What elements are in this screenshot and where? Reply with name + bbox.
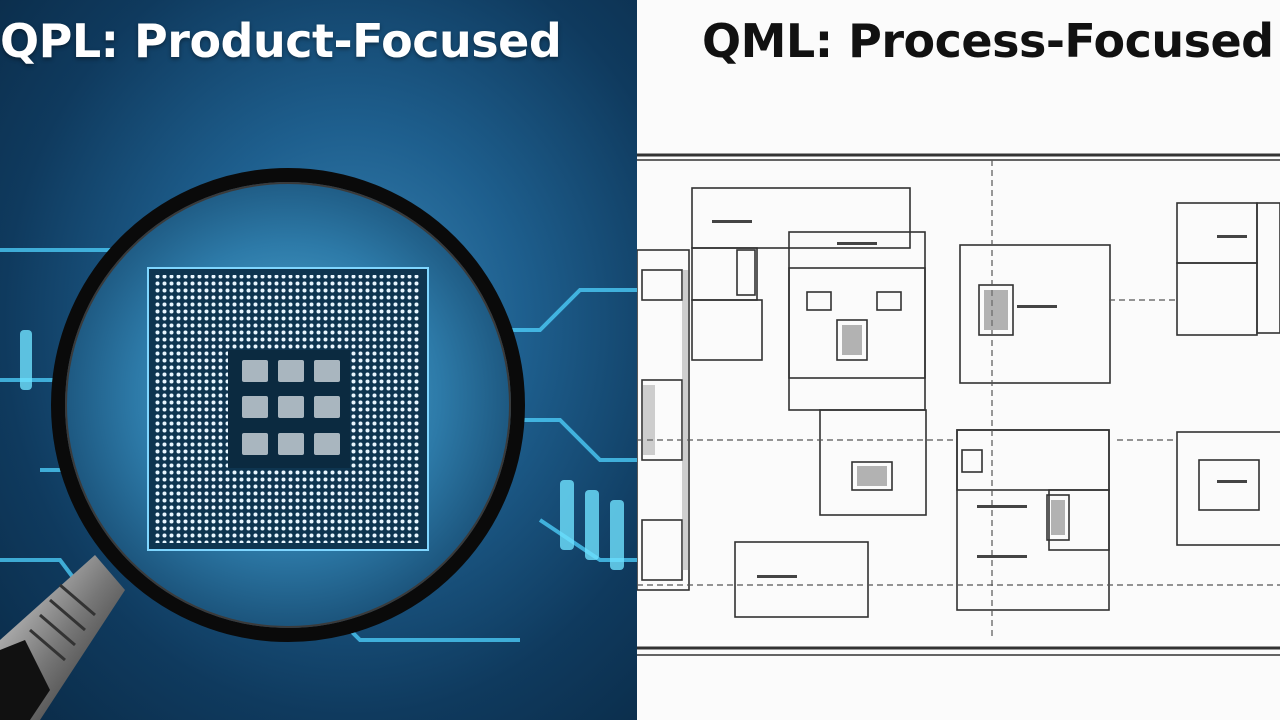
- glow-pads: [20, 330, 624, 570]
- qpl-title: QPL: Product-Focused: [0, 14, 562, 68]
- left-panel-product-focused: QPL: Product-Focused: [0, 0, 637, 720]
- qml-title: QML: Process-Focused: [702, 14, 1274, 68]
- chip-scene: [0, 168, 637, 720]
- right-panel-process-focused: QML: Process-Focused: [637, 0, 1280, 720]
- magnifying-glass-handle: [0, 555, 125, 720]
- magnifying-glass-icon: [51, 168, 525, 642]
- microchip-icon: [147, 267, 429, 551]
- floor-plan-diagram: [637, 153, 1280, 656]
